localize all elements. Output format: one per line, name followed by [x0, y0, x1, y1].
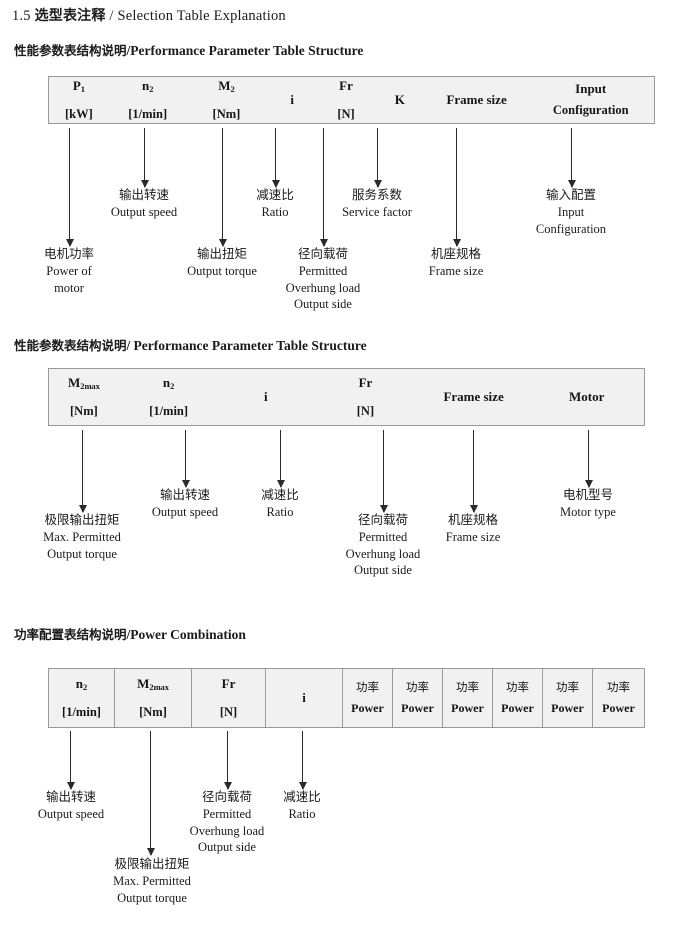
table1-col-fr: Fr [N] [337, 77, 355, 121]
section-heading-3-sep: / [126, 627, 131, 642]
section-heading-1-en: Performance Parameter Table Structure [130, 43, 364, 58]
section-heading-2: 性能参数表结构说明/ Performance Parameter Table S… [14, 335, 367, 354]
arrow-table2-ratio [276, 430, 285, 488]
arrow-table1-service-factor [373, 128, 382, 188]
section-heading-3: 功率配置表结构说明/Power Combination [14, 624, 246, 643]
section-heading-1-sep: / [126, 43, 131, 58]
table2-col-n2: n2 [1/min] [149, 374, 189, 418]
callout-ratio-3: 减速比 Ratio [283, 789, 321, 821]
page-title-en: Selection Table Explanation [117, 8, 286, 24]
table3-col-n2: n2 [1/min] [62, 675, 101, 719]
callout-max-output-torque-2: 极限输出扭矩 Max. Permitted Output torque [113, 856, 191, 905]
arrow-table2-frame-size [469, 430, 478, 513]
table3-col-m2max: M2max [Nm] [114, 669, 191, 727]
arrow-table2-output-speed [181, 430, 190, 488]
performance-parameter-table-1: P1 [kW] n2 [1/min] M2 [Nm] i Fr [N] K Fr… [48, 76, 655, 124]
callout-max-output-torque-1: 极限输出扭矩 Max. Permitted Output torque [43, 512, 121, 561]
table1-col-i: i [290, 91, 294, 107]
callout-overhung-load-1: 径向载荷 Permitted Overhung load Output side [285, 246, 361, 312]
arrow-table2-motor-type [584, 430, 593, 488]
arrow-table1-frame-size [452, 128, 461, 247]
section-heading-2-sep: / [126, 338, 131, 353]
callout-overhung-load-2: 径向载荷 Permitted Overhung load Output side [345, 512, 421, 578]
table1-col-k: K [394, 91, 405, 107]
table3-col-power-4: 功率 Power [492, 669, 542, 727]
table3-col-power-2: 功率 Power [392, 669, 442, 727]
section-heading-2-cn: 性能参数表结构说明 [14, 338, 127, 353]
arrow-table3-max-output-torque [146, 731, 155, 856]
table2-col-frame-size: Frame size [443, 388, 504, 404]
page-title: 1.5 选型表注释 / Selection Table Explanation [12, 5, 286, 25]
callout-ratio-1: 减速比 Ratio [256, 187, 294, 219]
arrow-table3-ratio [298, 731, 307, 790]
callout-ratio-2: 减速比 Ratio [261, 487, 299, 519]
section-heading-1-cn: 性能参数表结构说明 [14, 43, 127, 58]
table3-col-fr: Fr [N] [191, 669, 265, 727]
callout-frame-size-2: 机座规格 Frame size [445, 512, 501, 544]
arrow-table2-max-output-torque [78, 430, 87, 513]
arrow-table1-output-speed [140, 128, 149, 188]
table1-col-input-configuration: Input Configuration [552, 81, 629, 118]
arrow-table2-overhung-load [379, 430, 388, 513]
arrow-table1-ratio [271, 128, 280, 188]
table2-col-motor: Motor [569, 388, 605, 404]
table3-col-power-5: 功率 Power [542, 669, 592, 727]
arrow-table1-overhung-load [319, 128, 328, 247]
table3-col-power-3: 功率 Power [442, 669, 492, 727]
callout-output-torque: 输出扭矩 Output torque [187, 246, 257, 278]
page-title-separator: / [109, 8, 114, 24]
power-combination-table: n2 [1/min] M2max [Nm] Fr [N] i 功率 Power … [48, 668, 645, 728]
callout-output-speed-1: 输出转速 Output speed [110, 187, 178, 219]
section-heading-1: 性能参数表结构说明/Performance Parameter Table St… [14, 40, 363, 59]
callout-overhung-load-3: 径向载荷 Permitted Overhung load Output side [189, 789, 265, 855]
section-heading-3-en: Power Combination [130, 627, 246, 642]
section-heading-2-en: Performance Parameter Table Structure [133, 338, 367, 353]
table3-col-power-6: 功率 Power [592, 669, 644, 727]
callout-motor-type: 电机型号 Motor type [560, 487, 616, 519]
arrow-table1-output-torque [218, 128, 227, 247]
page-title-number: 1.5 [12, 8, 31, 24]
table3-col-i: i [265, 669, 342, 727]
callout-output-speed-2: 输出转速 Output speed [151, 487, 219, 519]
table2-col-m2max: M2max [Nm] [68, 374, 100, 418]
section-heading-3-cn: 功率配置表结构说明 [14, 627, 127, 642]
table1-col-n2: n2 [1/min] [128, 77, 168, 121]
performance-parameter-table-2: M2max [Nm] n2 [1/min] i Fr [N] Frame siz… [48, 368, 645, 426]
arrow-table3-output-speed [66, 731, 75, 790]
callout-power-of-motor: 电机功率 Power of motor [43, 246, 94, 295]
table1-col-frame-size: Frame size [446, 91, 507, 107]
table2-col-fr: Fr [N] [356, 374, 375, 418]
arrow-table3-overhung-load [223, 731, 232, 790]
table3-col-power-1: 功率 Power [342, 669, 392, 727]
table2-col-i: i [263, 388, 268, 404]
callout-frame-size-1: 机座规格 Frame size [428, 246, 484, 278]
callout-service-factor: 服务系数 Service factor [342, 187, 412, 219]
arrow-table1-input-configuration [567, 128, 576, 188]
callout-input-configuration: 输入配置 Input Configuration [535, 187, 607, 236]
table1-col-m2: M2 [Nm] [212, 77, 241, 121]
page-title-cn: 选型表注释 [34, 8, 106, 24]
arrow-table1-power-of-motor [65, 128, 74, 247]
callout-output-speed-3: 输出转速 Output speed [37, 789, 105, 821]
table1-col-p1: P1 [kW] [65, 77, 93, 121]
